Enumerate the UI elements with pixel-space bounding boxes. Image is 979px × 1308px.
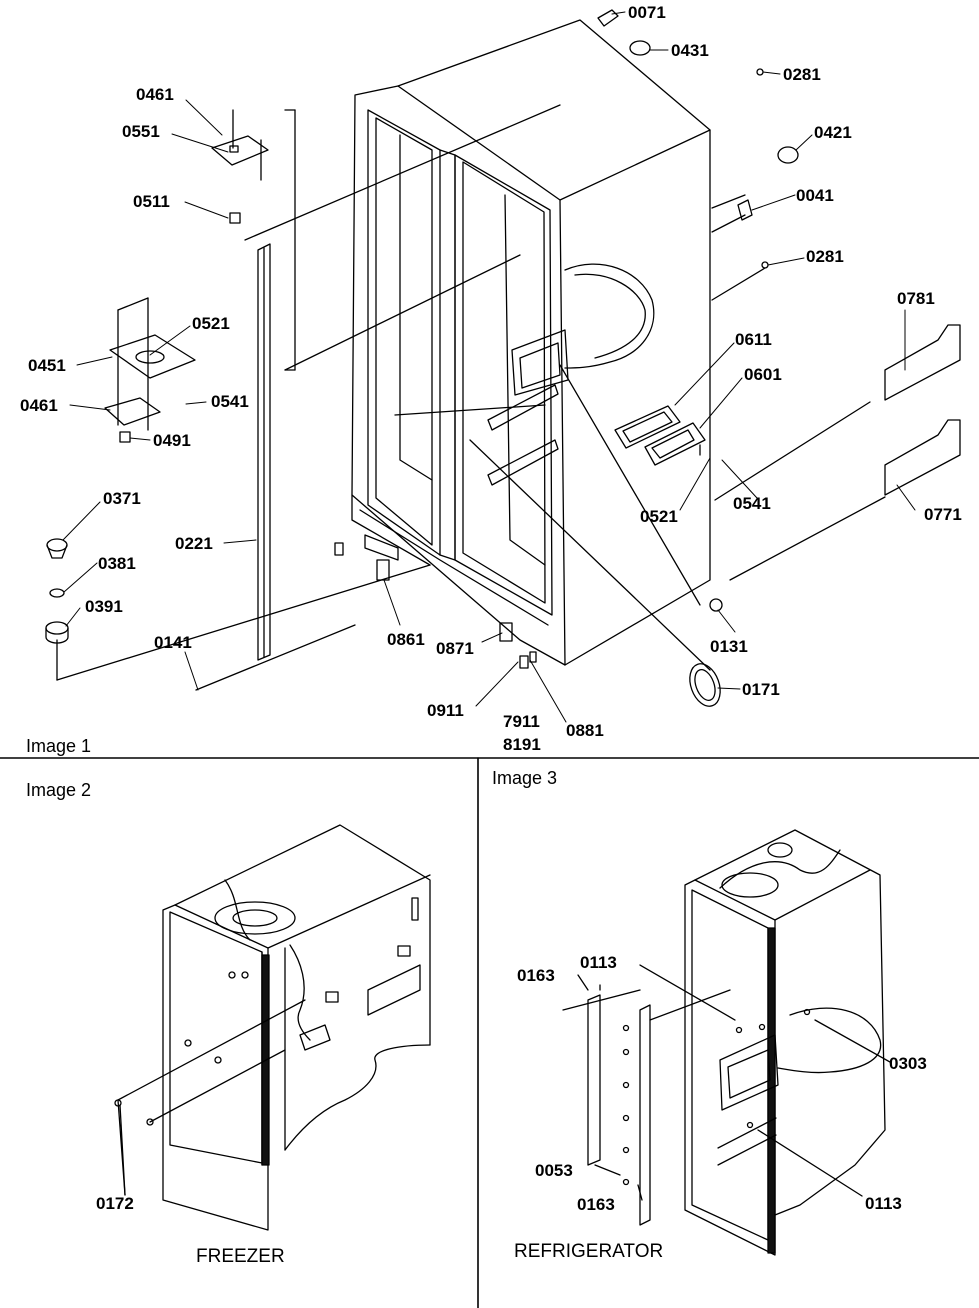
part-label-0461-top: 0461 (136, 85, 174, 104)
part-label-7911: 7911 (503, 712, 540, 731)
part-label-0881: 0881 (566, 721, 604, 740)
panel-title-image-1: Image 1 (26, 736, 92, 756)
part-label-0071: 0071 (628, 3, 666, 22)
part-label-0461-mid: 0461 (20, 396, 58, 415)
part-label-0611: 0611 (735, 330, 772, 349)
part-label-0281-mid: 0281 (806, 247, 844, 266)
part-label-0131: 0131 (710, 637, 748, 656)
part-label-0303: 0303 (889, 1054, 927, 1073)
part-label-0781: 0781 (897, 289, 935, 308)
part-label-0421: 0421 (814, 123, 852, 142)
part-label-0551: 0551 (122, 122, 160, 141)
part-label-0221: 0221 (175, 534, 213, 553)
part-label-0771: 0771 (924, 505, 962, 524)
part-label-0911: 0911 (427, 701, 464, 720)
part-label-0141: 0141 (154, 633, 192, 652)
part-label-0871: 0871 (436, 639, 474, 658)
top-fittings (597, 9, 799, 269)
part-label-0163-bottom: 0163 (577, 1195, 615, 1214)
panel-title-image-3: Image 3 (492, 768, 558, 788)
part-label-0521-right: 0521 (640, 507, 678, 526)
part-label-0601: 0601 (744, 365, 782, 384)
part-label-0053: 0053 (535, 1161, 573, 1180)
freezer-cabinet (114, 824, 431, 1231)
drain-pan (689, 663, 721, 707)
hinge-cap-stack (45, 538, 69, 681)
part-label-0163-top: 0163 (517, 966, 555, 985)
caption-freezer: FREEZER (196, 1246, 285, 1267)
part-label-0371: 0371 (103, 489, 141, 508)
mid-hinge-bracket (104, 297, 196, 443)
bottom-hinge-parts (334, 534, 537, 669)
part-label-0511: 0511 (133, 192, 170, 211)
part-label-0113-bottom: 0113 (865, 1194, 902, 1213)
part-label-0491: 0491 (153, 431, 191, 450)
part-label-0171: 0171 (742, 680, 780, 699)
part-label-0381: 0381 (98, 554, 136, 573)
refrigerator-cabinet (119, 829, 891, 1256)
part-label-0172: 0172 (96, 1194, 134, 1213)
part-label-0451: 0451 (28, 356, 66, 375)
gasket-strip (257, 243, 271, 661)
part-label-8191: 8191 (503, 735, 541, 754)
part-label-0431: 0431 (671, 41, 709, 60)
screw-0131 (709, 598, 723, 612)
panel-dividers (0, 757, 979, 1308)
panel-title-image-2: Image 2 (26, 780, 92, 800)
part-label-0391: 0391 (85, 597, 123, 616)
part-label-0541-right: 0541 (733, 494, 771, 513)
caption-refrigerator: REFRIGERATOR (514, 1241, 664, 1262)
cabinet-shell (56, 19, 886, 691)
part-label-0041: 0041 (796, 186, 834, 205)
part-label-0281-top: 0281 (783, 65, 821, 84)
leader-lines-panel-1 (62, 11, 916, 723)
top-hinge-bracket (211, 109, 269, 224)
part-label-0541-left: 0541 (211, 392, 249, 411)
part-label-0113-top: 0113 (580, 953, 617, 972)
side-trim-strips (884, 324, 961, 496)
part-label-0521-left: 0521 (192, 314, 230, 333)
part-label-0861: 0861 (387, 630, 425, 649)
access-cover-plates (614, 405, 706, 466)
